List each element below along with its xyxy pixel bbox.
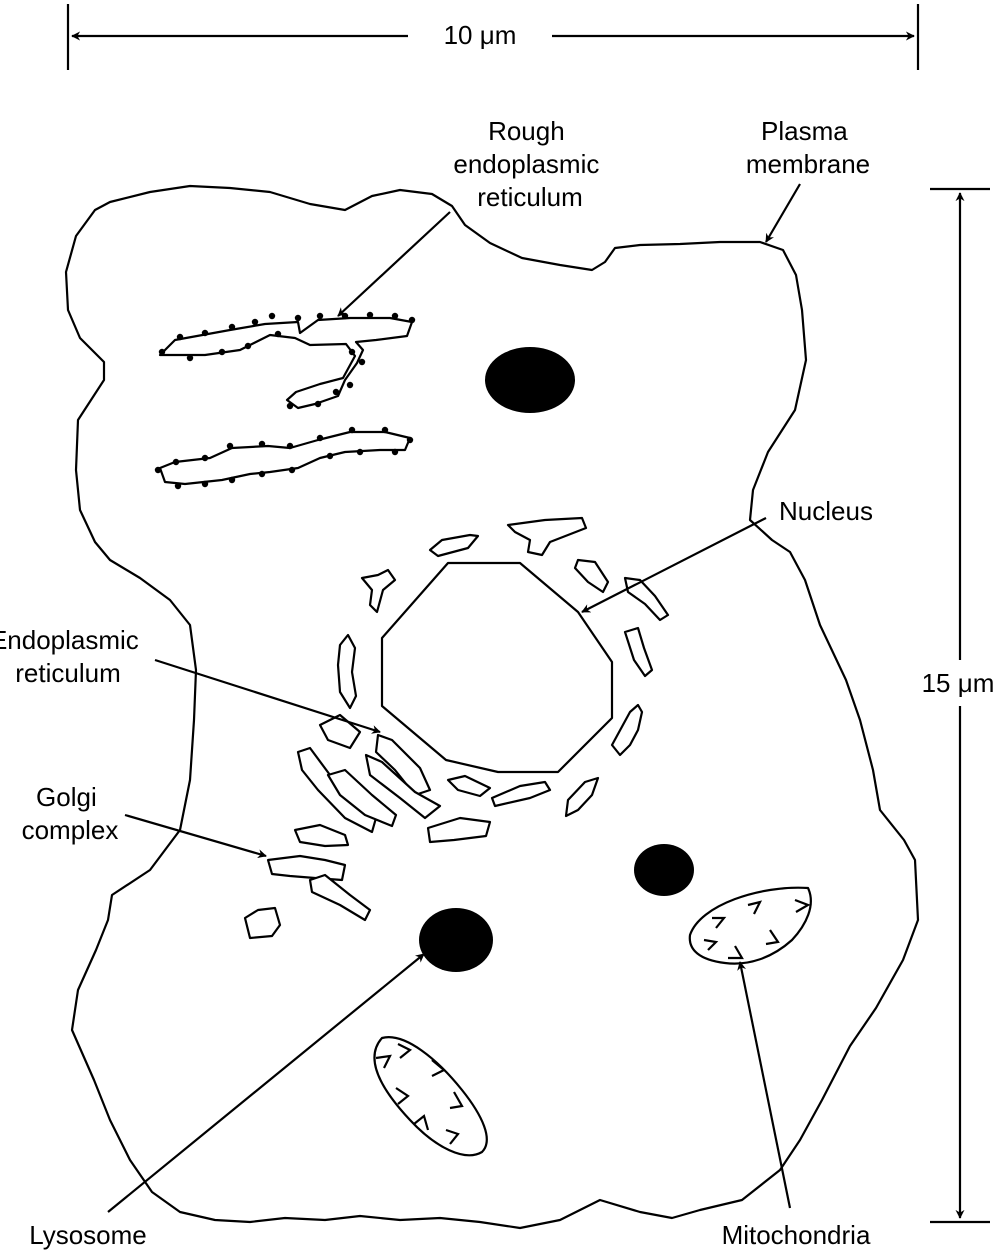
ribosome-dot [218,348,226,356]
endoplasmic-reticulum [336,516,670,844]
ribosome-dot [154,466,162,474]
mitochondrion-right [688,886,812,965]
ribosome-dot [348,348,356,356]
label-er: Endoplasmic reticulum [0,625,146,688]
label-nucleus: Nucleus [779,496,873,526]
ribosome-dot [201,329,209,337]
width-scale-label: 10 μm [444,20,517,50]
lysosome-arrow [107,953,425,1213]
ribosome-dot [286,442,294,450]
ribosome-dot [201,454,209,462]
ribosome-dot [358,358,366,366]
er-arrow [154,658,381,734]
nucleus [380,561,614,774]
ribosome-dot [316,434,324,442]
ribosome-dot [406,436,414,444]
ribosome-dot [346,381,354,389]
ribosome-dot [286,402,294,410]
ribosome-dot [158,348,166,356]
ribosome-dot [381,426,389,434]
label-mitochondria: Mitochondria [722,1220,871,1250]
ribosome-dot [186,354,194,362]
plasma-membrane-arrow [765,183,801,243]
label-plasma-membrane-line1: Plasma [761,116,848,146]
ribosome-dot [244,342,252,350]
label-rough-er-line3: reticulum [477,182,582,212]
ribosome-dot [176,333,184,341]
lysosome-lower [419,908,493,972]
ribosome-dot [251,318,259,326]
ribosome-dot [316,312,324,320]
label-golgi-line2: complex [22,815,119,845]
rough-er-arrow [337,211,451,317]
ribosomes [154,311,416,490]
label-plasma-membrane-line2: membrane [746,149,870,179]
ribosome-dot [258,440,266,448]
ribosome-dot [228,323,236,331]
ribosome-dot [226,442,234,450]
ribosome-dot [172,458,180,466]
label-golgi-line1: Golgi [36,782,97,812]
golgi-arrow [124,813,267,859]
label-rough-er-line2: endoplasmic [453,149,599,179]
ribosome-dot [288,466,296,474]
ribosome-dot [294,314,302,322]
ribosome-dot [356,448,364,456]
ribosome-dot [332,388,340,396]
ribosome-dot [391,448,399,456]
ribosome-dot [341,312,349,320]
rough-er [154,311,416,490]
ribosome-dot [366,311,374,319]
label-golgi: Golgi complex [22,782,119,845]
nucleus-arrow [581,517,767,613]
ribosome-dot [391,312,399,320]
mitochondrion-lower [373,1036,488,1157]
label-er-line1: Endoplasmic [0,625,139,655]
height-scale-label: 15 μm [922,668,995,698]
ribosome-dot [314,400,322,408]
ribosome-dot [174,482,182,490]
label-er-line2: reticulum [15,658,120,688]
ribosome-dot [274,330,282,338]
ribosome-dot [326,452,334,460]
width-scale-bar: 10 μm [66,4,920,70]
ribosome-dot [268,312,276,320]
golgi-complex [243,713,442,940]
lysosome-right [634,844,694,896]
ribosome-dot [201,480,209,488]
label-rough-er: Rough endoplasmic reticulum [453,116,606,212]
height-scale-bar: 15 μm [922,187,995,1224]
ribosome-dot [408,316,416,324]
label-plasma-membrane: Plasma membrane [746,116,870,179]
ribosome-dot [258,470,266,478]
label-lysosome: Lysosome [29,1220,147,1250]
mitochondria-arrow [737,961,792,1209]
ribosome-dot [348,426,356,434]
ribosome-dot [228,476,236,484]
lysosome-upper [485,347,575,413]
label-rough-er-line1: Rough [488,116,565,146]
